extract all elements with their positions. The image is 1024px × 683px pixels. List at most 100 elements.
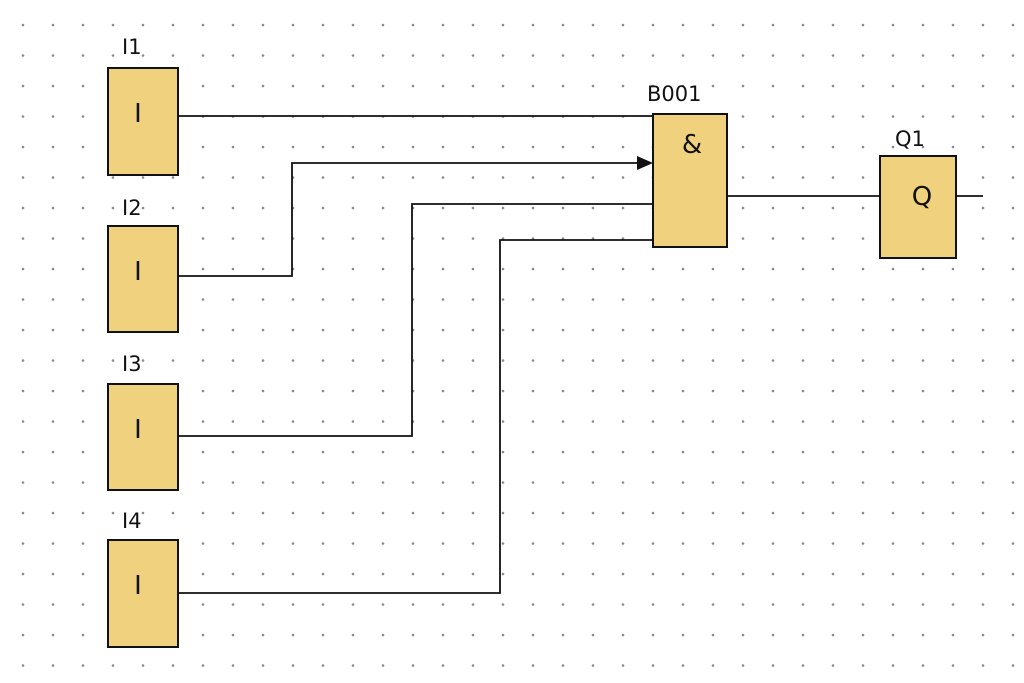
block-body [107, 225, 179, 333]
grid-dot [621, 481, 625, 484]
grid-dot [441, 511, 445, 515]
input-block-i4[interactable]: I4 I [107, 509, 179, 648]
grid-dot [981, 359, 985, 362]
input-block-i1[interactable]: I1 I [107, 35, 179, 176]
grid-dot [831, 298, 835, 301]
grid-dot [21, 298, 25, 301]
grid-dot [411, 84, 415, 88]
grid-dot [441, 481, 445, 484]
grid-dot [201, 54, 205, 57]
grid-dot [951, 328, 955, 332]
grid-dot [81, 450, 85, 454]
grid-dot [891, 420, 895, 423]
grid-dot [501, 481, 505, 484]
grid-dot [201, 389, 205, 393]
grid-dot [741, 176, 745, 179]
grid-dot [951, 23, 955, 27]
grid-dot [441, 603, 445, 606]
grid-dot [21, 664, 25, 667]
grid-dot [411, 176, 415, 179]
grid-dot [21, 206, 25, 210]
grid-dot [621, 633, 625, 637]
grid-dot [291, 572, 295, 576]
grid-dot [831, 267, 835, 271]
grid-dot [531, 572, 535, 576]
input-block-i2[interactable]: I2 I [107, 196, 179, 333]
grid-dot [231, 633, 235, 637]
grid-dot [891, 542, 895, 545]
grid-dot [771, 450, 775, 454]
grid-dot [561, 389, 565, 393]
grid-dot [981, 603, 985, 606]
wire-i4-to-b001[interactable] [178, 239, 653, 594]
grid-dot [381, 328, 385, 332]
grid-dot [261, 237, 265, 240]
grid-dot [51, 450, 55, 454]
and-gate-block-b001[interactable]: B001 & [647, 82, 728, 248]
grid-dot [351, 54, 355, 57]
grid-dot [261, 664, 265, 667]
block-symbol: I [134, 571, 142, 601]
grid-dot [411, 450, 415, 454]
grid-dot [861, 542, 865, 545]
grid-dot [141, 54, 145, 57]
grid-dot [981, 633, 985, 637]
grid-dot [501, 420, 505, 423]
grid-dot [801, 664, 805, 667]
grid-dot [921, 54, 925, 57]
output-block-q1[interactable]: Q1 Q [879, 127, 957, 259]
grid-dot [921, 450, 925, 454]
grid-dot [921, 84, 925, 88]
grid-dot [261, 572, 265, 576]
grid-dot [411, 542, 415, 545]
grid-dot [81, 206, 85, 210]
grid-dot [201, 542, 205, 545]
grid-dot [831, 328, 835, 332]
grid-dot [951, 389, 955, 393]
grid-dot [861, 145, 865, 149]
grid-dot [801, 84, 805, 88]
grid-dot [291, 420, 295, 423]
grid-dot [51, 237, 55, 240]
grid-dot [591, 603, 595, 606]
grid-dot [921, 481, 925, 484]
grid-dot [681, 267, 685, 271]
grid-dot [741, 572, 745, 576]
grid-dot [51, 633, 55, 637]
grid-dot [261, 84, 265, 88]
grid-dot [681, 664, 685, 667]
grid-dot [21, 84, 25, 88]
input-block-i3[interactable]: I3 I [107, 352, 179, 491]
grid-dot [681, 359, 685, 362]
grid-dot [921, 603, 925, 606]
grid-dot [741, 206, 745, 210]
grid-dot [81, 145, 85, 149]
grid-dot [21, 145, 25, 149]
grid-dot [321, 633, 325, 637]
grid-dot [471, 572, 475, 576]
grid-dot [741, 450, 745, 454]
grid-dot [81, 237, 85, 240]
grid-dot [681, 298, 685, 301]
grid-dot [321, 206, 325, 210]
grid-dot [801, 633, 805, 637]
grid-dot [711, 633, 715, 637]
grid-dot [291, 450, 295, 454]
grid-dot [561, 84, 565, 88]
grid-dot [21, 359, 25, 362]
grid-dot [261, 450, 265, 454]
grid-dot [471, 389, 475, 393]
grid-dot [1011, 115, 1015, 118]
grid-dot [441, 54, 445, 57]
grid-dot [741, 298, 745, 301]
grid-dot [711, 54, 715, 57]
grid-dot [621, 176, 625, 179]
grid-dot [711, 328, 715, 332]
grid-dot [471, 420, 475, 423]
grid-dot [201, 603, 205, 606]
grid-dot [891, 84, 895, 88]
wire-i3-to-b001[interactable] [178, 203, 653, 437]
wire-i2-to-b001[interactable] [178, 162, 640, 277]
grid-dot [321, 603, 325, 606]
grid-dot [831, 23, 835, 27]
